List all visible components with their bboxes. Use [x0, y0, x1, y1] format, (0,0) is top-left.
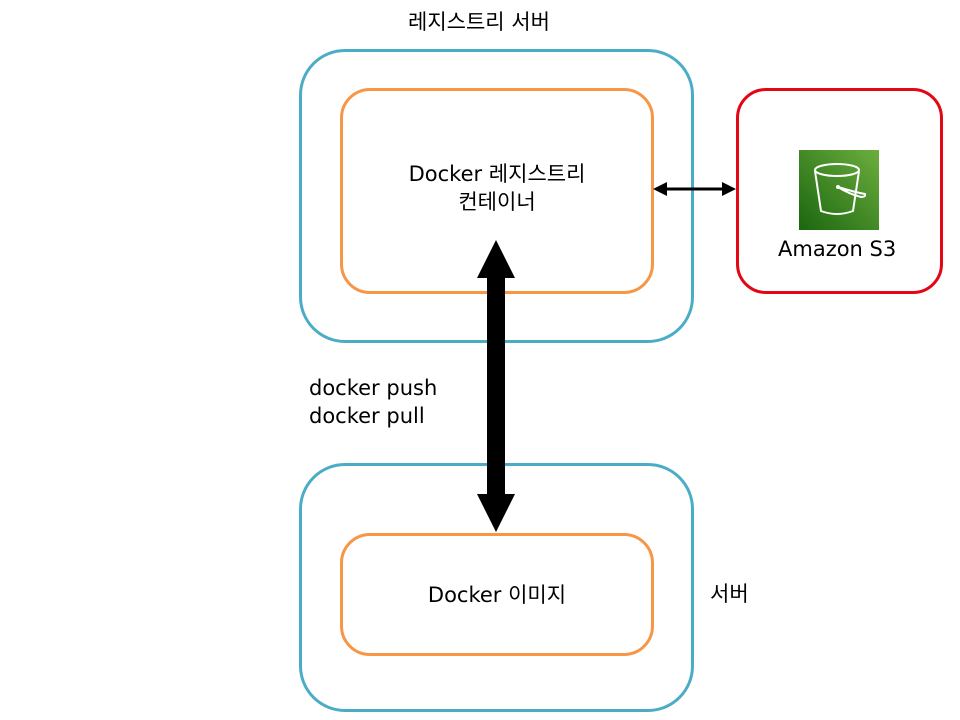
docker-pull-label: docker pull	[309, 404, 425, 428]
docker-image-box: Docker 이미지	[340, 533, 654, 656]
registry-server-label: 레지스트리 서버	[408, 10, 550, 34]
container-s3-arrow	[653, 182, 736, 196]
client-server-label: 서버	[710, 582, 749, 606]
docker-push-label: docker push	[309, 376, 438, 400]
arrowhead-up	[477, 240, 515, 278]
arrowhead-right	[722, 182, 736, 196]
registry-container-label-line2: 컨테이너	[458, 190, 536, 214]
amazon-s3-label: Amazon S3	[778, 237, 897, 261]
amazon-s3-box	[736, 88, 943, 294]
s3-bucket-icon	[799, 150, 879, 230]
docker-image-label: Docker 이미지	[427, 582, 567, 607]
registry-container-label-line1: Docker 레지스트리	[408, 162, 586, 186]
arrowhead-down	[477, 494, 515, 532]
arrowhead-left	[653, 182, 667, 196]
push-pull-arrow	[477, 240, 515, 532]
